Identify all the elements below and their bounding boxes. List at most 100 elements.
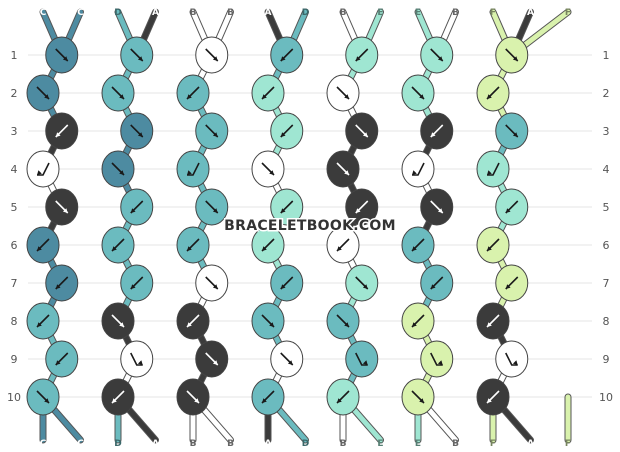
knot-arrowhead [437, 360, 443, 365]
knot-arrowhead [137, 360, 143, 365]
top-strand-letter: C [40, 8, 47, 18]
knot-arrowhead [44, 398, 49, 403]
knot-arrowhead [37, 246, 42, 251]
knot-grid [26, 36, 529, 416]
knot [476, 74, 510, 112]
knot-arrow-icon [412, 162, 425, 176]
knot [251, 74, 285, 112]
knot-arrowhead [37, 322, 42, 327]
row-number-right: 9 [603, 353, 610, 366]
knot-arrowhead [512, 132, 518, 137]
knot-arrowhead [212, 56, 218, 61]
bottom-strand-letter: F [490, 439, 496, 449]
knot-arrowhead [37, 170, 42, 175]
knot-arrowhead [137, 56, 143, 61]
bottom-strand-letter: D [302, 439, 309, 449]
knot [270, 112, 304, 150]
row-number-right: 4 [603, 163, 610, 176]
knot-arrowhead [262, 94, 267, 99]
knot [495, 188, 529, 226]
knot-arrowhead [505, 208, 511, 213]
knot-arrow-icon [487, 162, 500, 176]
knot [401, 74, 435, 112]
bottom-strand-letter: F [565, 439, 571, 449]
knot [26, 226, 60, 264]
knot-arrowhead [262, 398, 267, 403]
knot-arrowhead [487, 94, 492, 99]
row-number-right: 5 [603, 201, 610, 214]
top-strand-letter: B [340, 8, 347, 18]
knot [101, 74, 135, 112]
top-strand-letter: B [227, 8, 234, 18]
knot [251, 150, 285, 188]
knot [401, 378, 435, 416]
knot [326, 378, 360, 416]
knot [345, 112, 379, 150]
knot [101, 302, 135, 340]
knot [326, 150, 360, 188]
top-strand-letter: B [452, 8, 459, 18]
row-number-right: 6 [603, 239, 610, 252]
knot-arrowhead [430, 284, 436, 289]
row-number-left: 9 [11, 353, 18, 366]
row-number-right: 7 [603, 277, 610, 290]
top-strand-letter: B [190, 8, 197, 18]
knot [120, 112, 154, 150]
knot [401, 150, 435, 188]
knot-arrowhead [55, 360, 61, 365]
bottom-strand-letter: C [40, 439, 47, 449]
knot [176, 226, 210, 264]
row-number-left: 6 [11, 239, 18, 252]
knot-arrowhead [187, 94, 192, 99]
bottom-strand-letter: D [114, 439, 121, 449]
knot-arrowhead [344, 170, 349, 175]
knot-arrowhead [337, 398, 342, 403]
knot-arrowhead [280, 284, 286, 289]
knot [420, 340, 454, 378]
row-number-right: 2 [603, 87, 610, 100]
top-strand-letter: A [527, 8, 534, 18]
knot [176, 378, 210, 416]
knot-arrowhead [44, 94, 49, 99]
knot [120, 188, 154, 226]
knot-arrowhead [487, 322, 492, 327]
knot [195, 264, 229, 302]
knot-arrowhead [262, 246, 267, 251]
top-strand-letter: F [565, 8, 571, 18]
top-strand-letter: F [490, 8, 496, 18]
row-number-left: 2 [11, 87, 18, 100]
knot-arrowhead [280, 208, 286, 213]
row-number-right: 8 [603, 315, 610, 328]
knot-arrowhead [344, 322, 349, 327]
knot [195, 340, 229, 378]
knot [495, 36, 529, 74]
knot [270, 36, 304, 74]
knot [26, 302, 60, 340]
knot-oval [176, 150, 210, 188]
knot [476, 302, 510, 340]
knot-oval [476, 150, 510, 188]
knot-arrow-icon [430, 352, 443, 366]
top-strand-letter: E [415, 8, 421, 18]
knot-arrowhead [419, 398, 424, 403]
knot-arrowhead [362, 360, 368, 365]
knot-arrowhead [187, 322, 192, 327]
knot-arrowhead [62, 208, 68, 213]
knot [176, 74, 210, 112]
knot-arrowhead [419, 94, 424, 99]
knot-arrowhead [212, 284, 218, 289]
knot-arrowhead [412, 246, 417, 251]
knot-arrowhead [112, 246, 117, 251]
knot-arrowhead [137, 132, 143, 137]
knot [270, 264, 304, 302]
knot [26, 150, 60, 188]
knot-arrowhead [62, 56, 68, 61]
knot-arrow-icon [130, 352, 143, 366]
knot [270, 188, 304, 226]
knot-arrowhead [212, 132, 218, 137]
knot-oval [495, 340, 529, 378]
row-number-left: 8 [11, 315, 18, 328]
knot-arrowhead [287, 360, 293, 365]
knot-arrowhead [187, 246, 192, 251]
